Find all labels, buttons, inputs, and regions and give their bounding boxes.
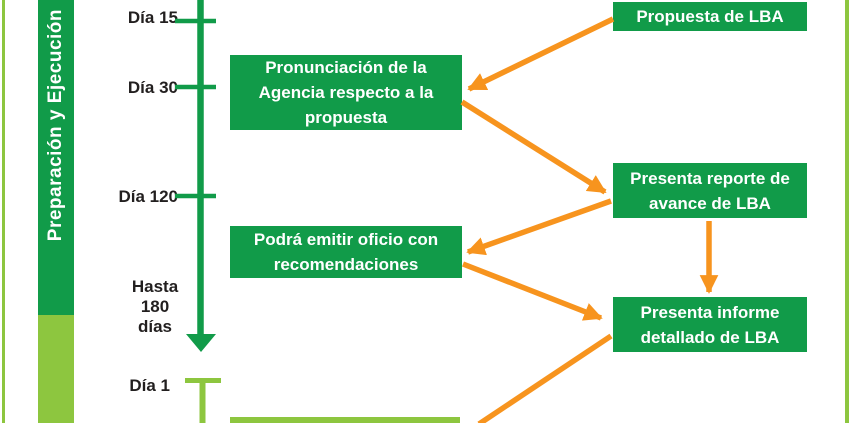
frame-border-left [2,0,5,423]
phase-label-container: Preparación y Ejecución [38,0,74,250]
arrow-informe-to-next-phase [477,333,613,423]
node-informe-line-1: Presenta informe [640,302,780,322]
node-propuesta-lba: Propuesta de LBA [613,2,807,31]
node-pronunciacion-line-3: propuesta [304,108,388,127]
arrow-propuesta-to-pronunciacion [467,16,615,92]
phase-band-preparacion-ejecucion [38,0,74,315]
node-reporte-line-2: avance de LBA [649,193,771,213]
timeline-marker-dia-15: Día 15 [127,8,178,27]
frame-border-right [845,0,849,423]
arrow-reporte-to-oficio [466,198,612,256]
timeline-marker-dia-30: Día 30 [127,78,178,97]
node-oficio-recomendaciones: Podrá emitir oficio con recomendaciones [230,226,462,278]
node-pronunciacion-line-1: Pronunciación de la [265,58,427,77]
node-pronunciacion-agencia: Pronunciación de la Agencia respecto a l… [230,55,462,130]
node-reporte-line-1: Presenta reporte de [630,168,790,188]
timeline-marker-dia-120: Día 120 [118,187,178,206]
node-oficio-line-2: recomendaciones [273,255,419,274]
timeline-marker-dia-1: Día 1 [129,376,170,395]
node-reporte-avance-lba: Presenta reporte de avance de LBA [613,163,807,218]
timeline-axis-upper-arrowhead-icon [186,334,216,352]
node-pronunciacion-line-2: Agencia respecto a la [258,83,434,102]
node-propuesta-lba-text: Propuesta de LBA [636,7,784,26]
node-next-phase-partial [230,417,460,423]
node-informe-detallado-lba: Presenta informe detallado de LBA [613,297,807,352]
node-informe-line-2: detallado de LBA [640,327,780,347]
phase-label: Preparación y Ejecución [45,8,66,242]
timeline-duration-label: Hasta 180 días [131,277,179,336]
arrow-oficio-to-informe [461,261,603,321]
phase-band-next [38,315,74,423]
node-oficio-line-1: Podrá emitir oficio con [253,230,439,249]
arrow-pronunciacion-to-reporte [460,99,607,195]
